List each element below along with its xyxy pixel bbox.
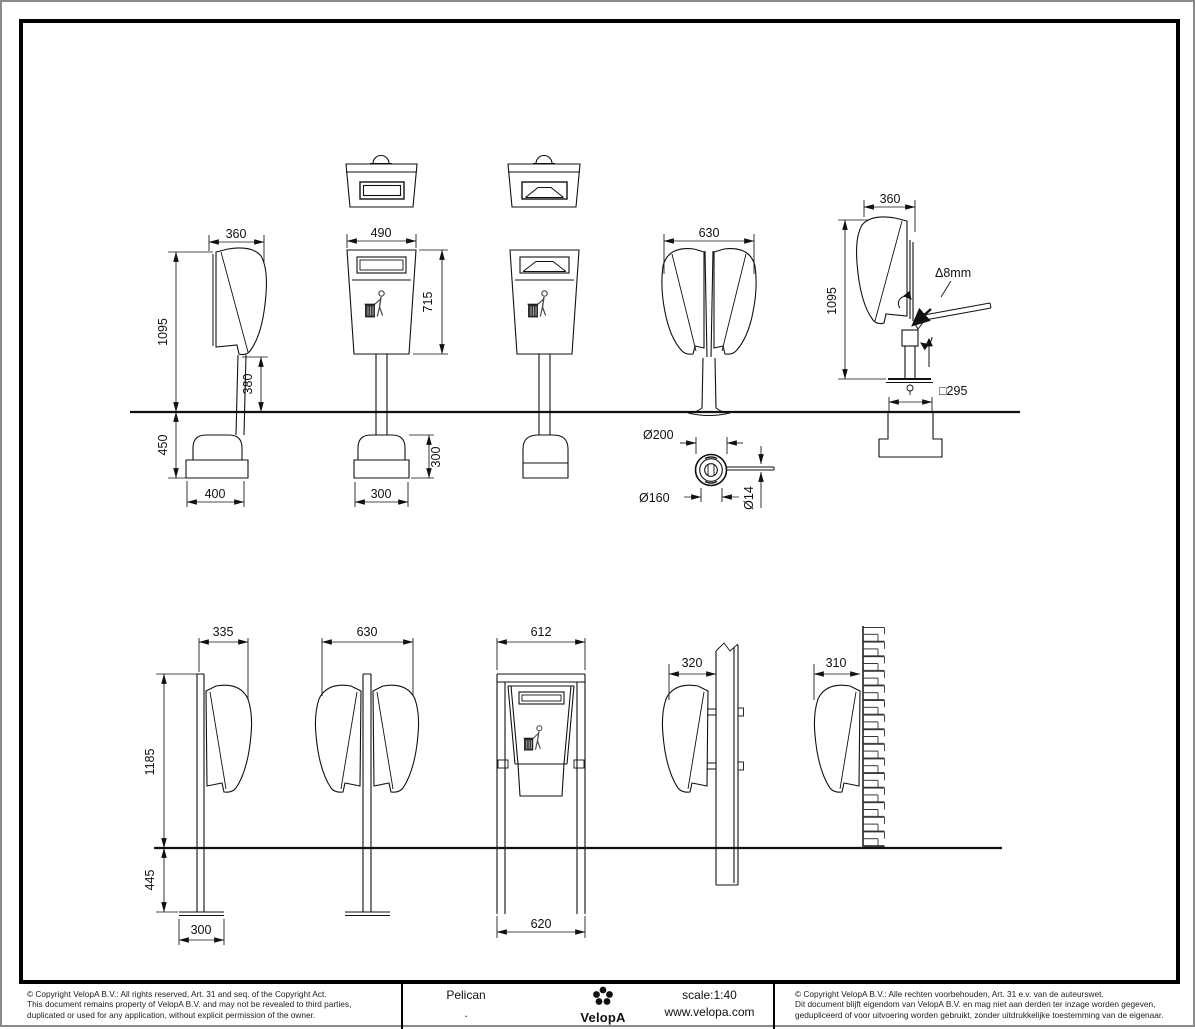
dims-double-post — [321, 638, 414, 696]
dim-pin-diameter: Ø14 — [742, 486, 756, 510]
product-name: Pelican — [446, 988, 486, 1002]
copyright-nl-line-3: gedupliceerd of voor uitvoering worden g… — [795, 1009, 1164, 1020]
copyright-nl-line-2: Dit document blijft eigendom van VelopA … — [795, 999, 1156, 1010]
dim-frame-top-width: 612 — [531, 625, 552, 639]
dim-foundation-size: □295 — [939, 384, 967, 398]
note-key-size: Δ8mm — [935, 266, 971, 280]
scale-label: scale:1:40 — [682, 988, 737, 1002]
dim-side-base-width: 400 — [205, 487, 226, 501]
view-side-post-mounted — [179, 673, 253, 916]
view-wall-mounted — [813, 626, 886, 847]
website-url: www.velopa.com — [664, 1005, 755, 1019]
view-frame-mounted — [496, 673, 586, 914]
brick-wall — [863, 627, 886, 847]
copyright-en-line-1: © Copyright VelopA B.V.: All rights rese… — [27, 989, 327, 999]
view-front-flap-open — [507, 155, 581, 479]
dim-wall-mount-width: 310 — [826, 656, 847, 670]
dim-double-post-width: 630 — [357, 625, 378, 639]
dim-frame-base-width: 620 — [531, 917, 552, 931]
dims-flange-detail — [680, 437, 764, 508]
dim-front-width: 490 — [371, 226, 392, 240]
dim-flange-diameter: Ø200 — [643, 428, 674, 442]
brand-name: VelopA — [580, 1010, 626, 1025]
dim-front-base-width: 300 — [371, 487, 392, 501]
dim-side-total-height: 1095 — [156, 318, 170, 346]
dim-post-top-width: 335 — [213, 625, 234, 639]
dims-side-flange — [838, 200, 933, 412]
copyright-nl-line-1: © Copyright VelopA B.V.: Alle rechten vo… — [795, 989, 1104, 999]
view-front-ground-mounted — [345, 155, 418, 479]
view-side-ground-mounted — [185, 247, 267, 479]
dim-front-bin-height: 715 — [421, 292, 435, 313]
copyright-en-line-3: duplicated or used for any application, … — [27, 1009, 316, 1020]
dims-pole-mounted — [668, 664, 717, 700]
dims-side-post — [156, 638, 249, 945]
view-pole-mounted — [661, 642, 744, 886]
copyright-english: © Copyright VelopA B.V.: All rights rese… — [27, 989, 351, 1020]
dim-flange-side-top-width: 360 — [880, 192, 901, 206]
dimension-labels: 360 1095 380 450 400 490 715 300 300 630… — [143, 192, 971, 937]
dims-frame-mounted — [496, 638, 586, 938]
dim-front-base-height: 300 — [429, 447, 443, 468]
footer-divider-right — [773, 984, 775, 1029]
dim-pole-mount-width: 320 — [682, 656, 703, 670]
copyright-dutch: © Copyright VelopA B.V.: Alle rechten vo… — [795, 989, 1164, 1020]
dim-circle-diameter: Ø160 — [639, 491, 670, 505]
dims-double-ground — [663, 234, 755, 274]
product-subtitle: . — [464, 1006, 468, 1020]
dim-post-anchor-width: 300 — [191, 923, 212, 937]
copyright-en-line-2: This document remains property of VelopA… — [27, 999, 352, 1010]
view-double-post-mounted — [314, 673, 420, 916]
brand-logo: VelopA — [574, 985, 632, 1025]
dim-double-width: 630 — [699, 226, 720, 240]
dim-side-top-width: 360 — [226, 227, 247, 241]
dim-flange-side-height: 1095 — [825, 287, 839, 315]
view-flange-detail — [694, 453, 775, 487]
view-double-ground — [661, 248, 757, 416]
title-block-product: Pelican . — [406, 988, 526, 1020]
dim-post-anchor-depth: 445 — [143, 870, 157, 891]
dims-side-ground — [168, 235, 268, 507]
view-side-flange-mounted — [856, 216, 992, 458]
dim-post-height: 1185 — [143, 749, 157, 776]
footer-divider-left — [401, 984, 403, 1029]
dims-front-ground — [346, 234, 448, 507]
velopa-flower-icon — [593, 986, 613, 1005]
dim-side-anchor-depth: 450 — [156, 435, 170, 456]
title-block-scale: scale:1:40 www.velopa.com — [652, 988, 767, 1022]
dim-side-pole-height: 380 — [241, 374, 255, 395]
dims-wall-mounted — [813, 664, 861, 700]
